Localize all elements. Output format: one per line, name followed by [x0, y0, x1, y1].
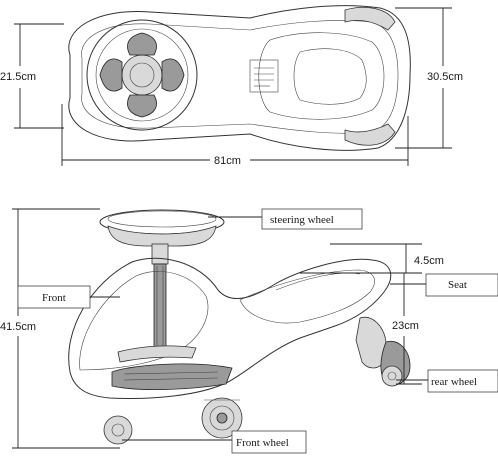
handle-gap-label: 4.5cm [414, 255, 444, 267]
dimension-handle-gap [300, 243, 422, 274]
width-label-top: 21.5cm [0, 71, 36, 83]
dimension-width-top [14, 23, 64, 129]
dimension-overall-width [395, 7, 452, 149]
callout-rear-wheel: rear wheel [396, 369, 498, 393]
steering-wheel-label: steering wheel [270, 214, 334, 226]
height-label: 41.5cm [0, 321, 36, 333]
callout-front-wheel: Front wheel [122, 430, 307, 454]
front-label: Front [42, 292, 66, 304]
dimension-seat-height [396, 273, 422, 385]
seat-height-label: 23cm [392, 320, 419, 332]
callout-front: Front [17, 285, 120, 309]
side-view-drawing [68, 209, 411, 445]
overall-width-label: 30.5cm [427, 71, 463, 83]
front-wheel-label: Front wheel [236, 437, 289, 449]
callout-steering-wheel: steering wheel [208, 208, 363, 230]
rear-wheel-label: rear wheel [431, 376, 477, 388]
seat-label: Seat [448, 279, 467, 291]
callout-seat: Seat [390, 273, 498, 297]
top-view-drawing [68, 5, 411, 151]
length-label: 81cm [214, 155, 241, 167]
dimension-length [61, 104, 409, 166]
